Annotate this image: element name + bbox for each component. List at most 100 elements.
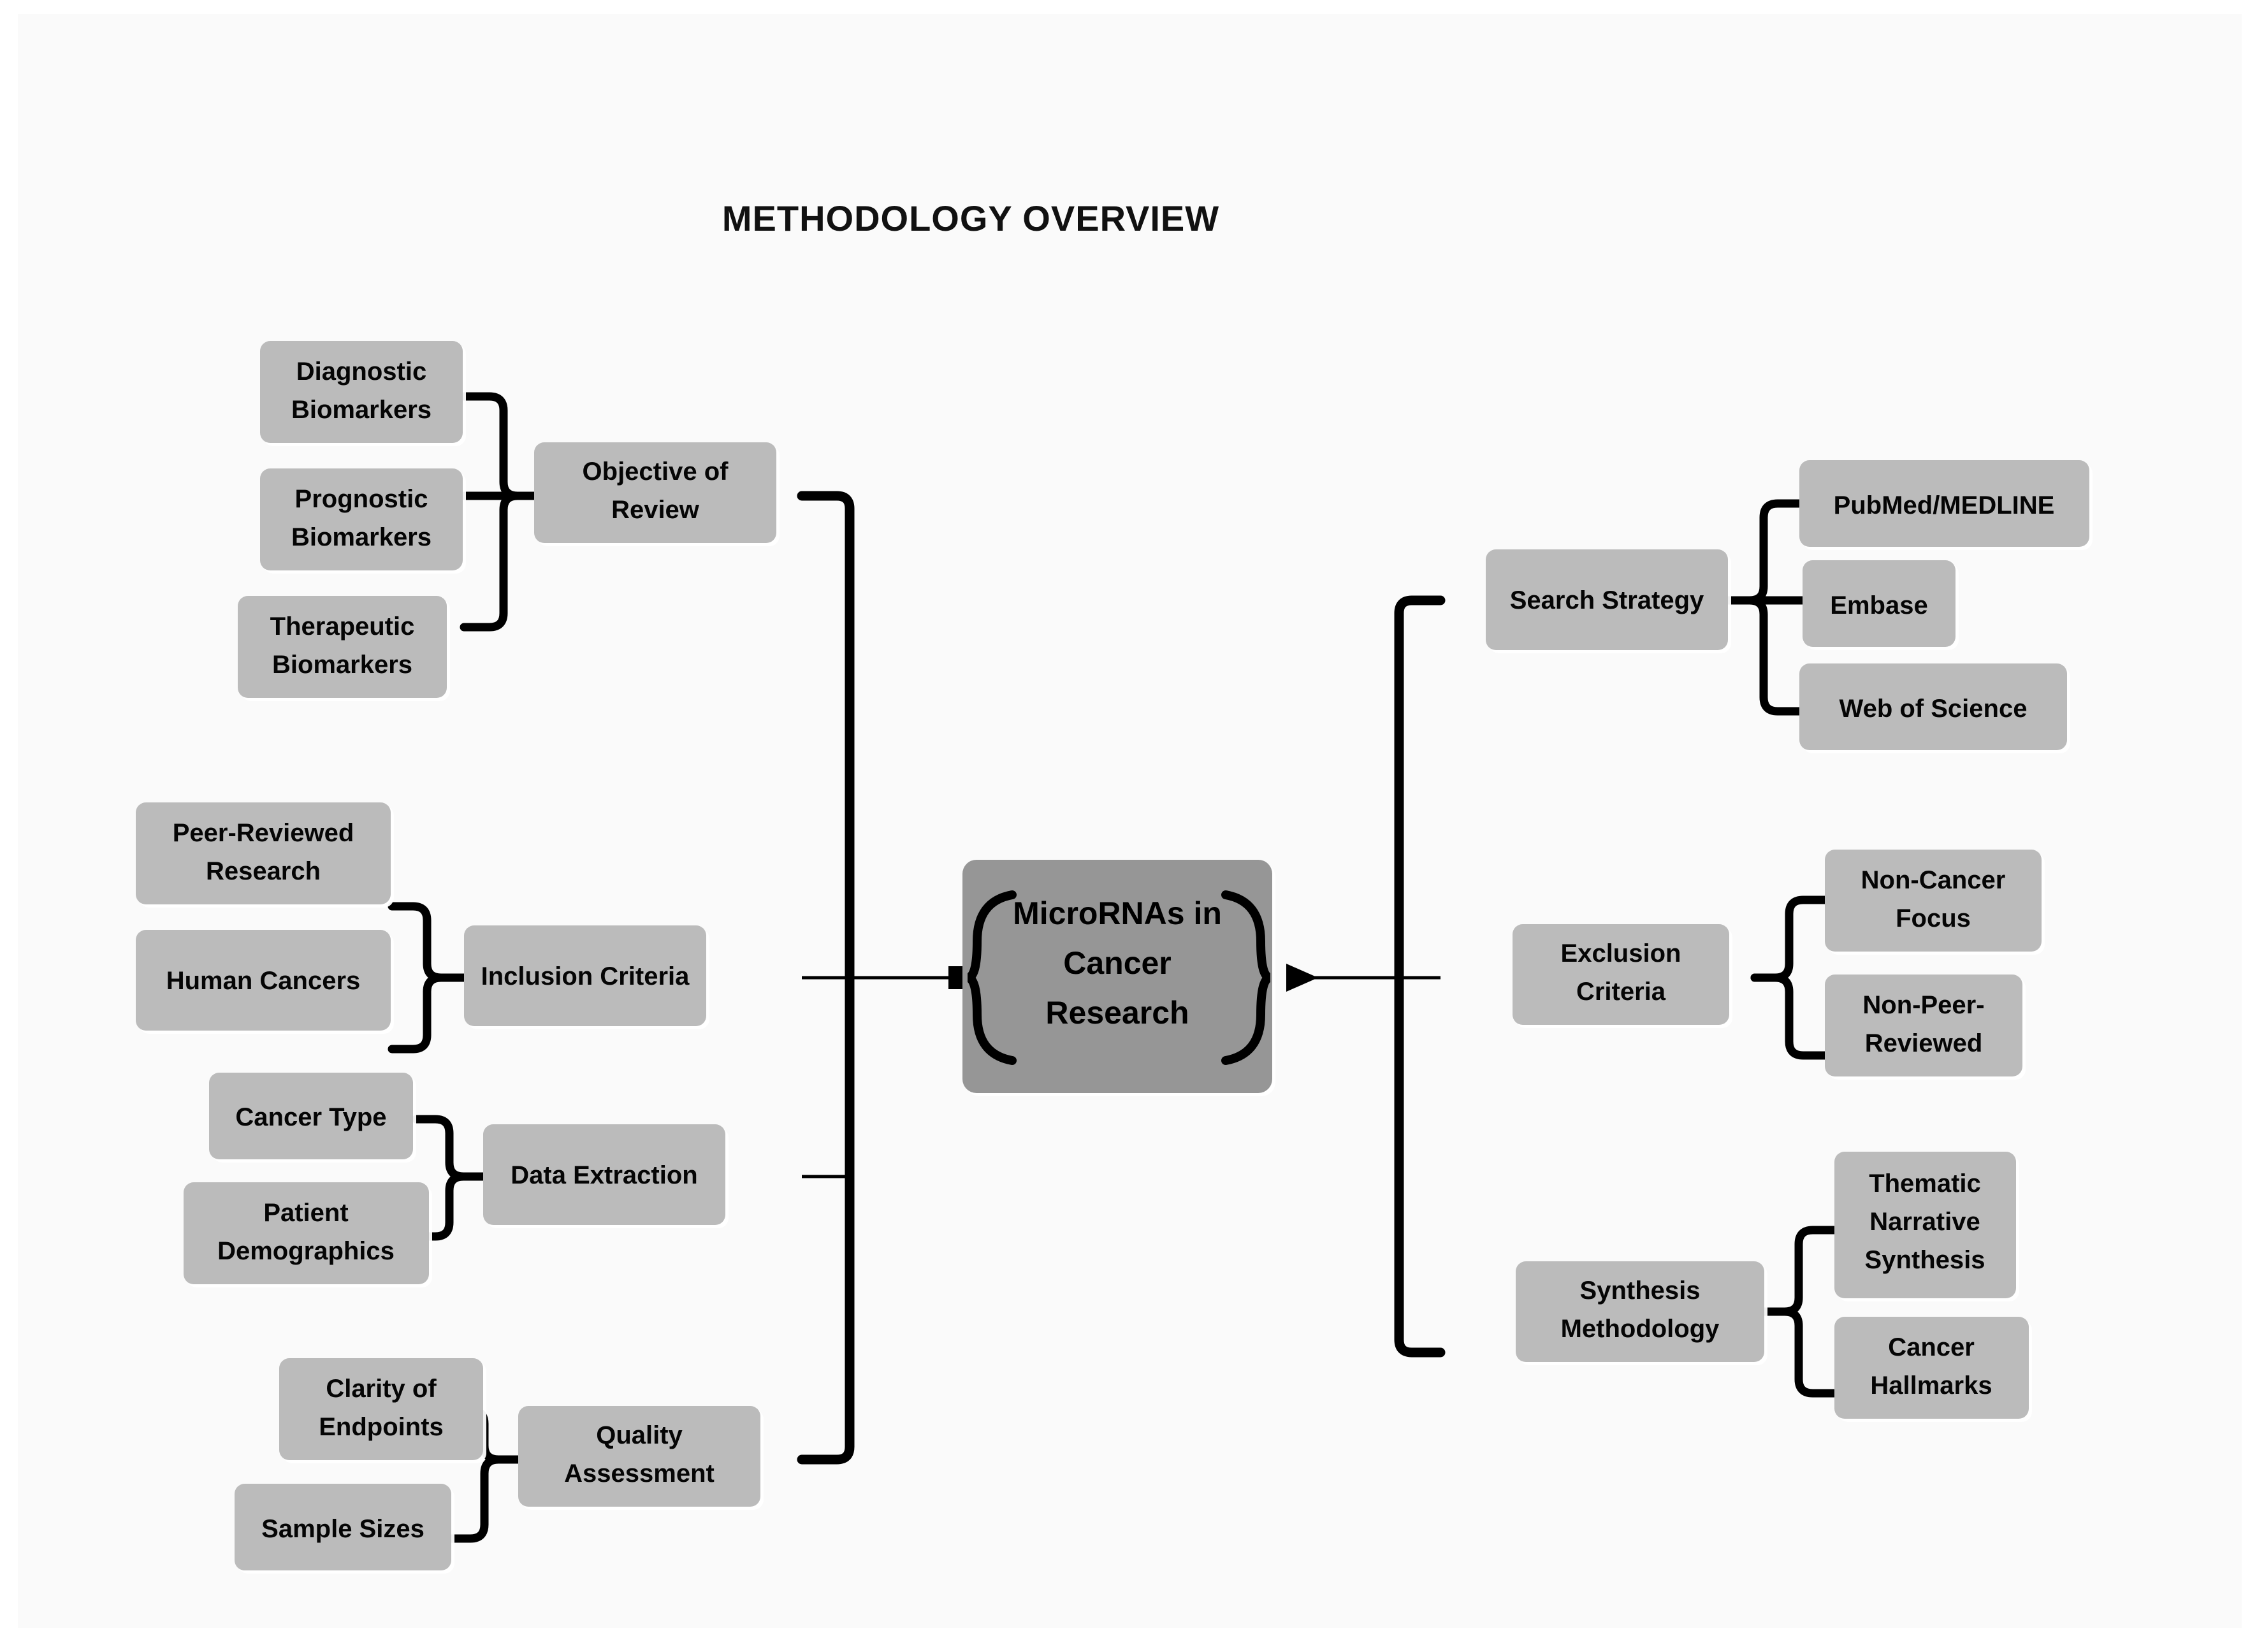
node-endpoints-box[interactable] [279, 1358, 483, 1460]
node-hallmarks-box[interactable] [1834, 1317, 2029, 1419]
edge-sample-sizes-to-quality [447, 1455, 523, 1543]
root-node-label-line2: Cancer [1063, 945, 1172, 981]
node-thematic-narrative-synthesis[interactable]: Thematic Narrative Synthesis [1834, 1152, 2019, 1301]
node-web-of-science[interactable]: Web of Science [1799, 663, 2070, 753]
node-data-extraction-label: Data Extraction [511, 1161, 697, 1189]
node-thematic-label-line3: Synthesis [1865, 1246, 1985, 1274]
node-prognostic-biomarkers[interactable]: Prognostic Biomarkers [260, 468, 466, 574]
node-non-cancer-focus[interactable]: Non-Cancer Focus [1825, 850, 2045, 955]
node-sample-sizes[interactable]: Sample Sizes [235, 1484, 454, 1574]
node-non-peer-reviewed[interactable]: Non-Peer- Reviewed [1825, 975, 2026, 1080]
node-thematic-label-line2: Narrative [1869, 1208, 1980, 1236]
edge-peer-reviewed-to-inclusion [388, 902, 468, 982]
node-thematic-label-line1: Thematic [1869, 1170, 1981, 1198]
node-thematic-box[interactable] [1834, 1152, 2016, 1298]
node-non-peer-box[interactable] [1825, 975, 2022, 1076]
edge-demographics-to-extraction [412, 1172, 488, 1241]
edge-human-cancers-to-inclusion [388, 973, 468, 1054]
node-synthesis-methodology[interactable]: Synthesis Methodology [1516, 1261, 1767, 1365]
node-clarity-of-endpoints[interactable]: Clarity of Endpoints [279, 1358, 486, 1463]
node-cancer-type-box[interactable] [209, 1073, 413, 1159]
node-therapeutic-box[interactable] [238, 596, 447, 698]
node-objective-label-line1: Objective of [583, 458, 729, 486]
node-human-cancers-box[interactable] [136, 930, 391, 1031]
node-synthesis-label-line1: Synthesis [1580, 1277, 1701, 1305]
right-trunk-edges [948, 595, 1446, 1358]
node-endpoints-label-line2: Endpoints [319, 1413, 444, 1441]
node-sample-sizes-label: Sample Sizes [261, 1515, 424, 1543]
node-inclusion-criteria[interactable]: Inclusion Criteria [464, 925, 709, 1029]
node-peer-reviewed-label-line2: Research [206, 857, 321, 885]
node-non-cancer-label-line1: Non-Cancer [1861, 866, 2006, 894]
node-search-strategy[interactable]: Search Strategy [1486, 549, 1731, 653]
node-cancer-type[interactable]: Cancer Type [209, 1073, 416, 1163]
node-demographics-label-line2: Demographics [217, 1237, 395, 1265]
node-peer-reviewed-box[interactable] [136, 802, 391, 904]
brace-left-icon [966, 890, 1017, 1065]
node-inclusion-box[interactable] [464, 925, 706, 1026]
node-endpoints-label-line1: Clarity of [326, 1375, 437, 1403]
node-embase-label: Embase [1830, 591, 1927, 620]
node-exclusion-box[interactable] [1513, 924, 1729, 1025]
branch-quality-assessment: Quality Assessment Clarity of Endpoints … [235, 1358, 764, 1574]
node-hallmarks-label-line2: Hallmarks [1870, 1372, 1992, 1400]
node-non-peer-label-line2: Reviewed [1865, 1029, 1983, 1057]
brace-right-icon [1221, 890, 1272, 1065]
node-quality-box[interactable] [518, 1406, 760, 1507]
arrow-tail-left [948, 966, 965, 989]
node-pubmed-medline[interactable]: PubMed/MEDLINE [1799, 460, 2093, 550]
node-therapeutic-biomarkers[interactable]: Therapeutic Biomarkers [238, 596, 450, 701]
diagram-canvas: METHODOLOGY OVERVIEW MicroRNAs in Cancer… [18, 14, 2242, 1628]
node-embase-box[interactable] [1803, 560, 1956, 647]
node-quality-assessment[interactable]: Quality Assessment [518, 1406, 764, 1510]
node-diagnostic-box[interactable] [260, 341, 463, 443]
node-therapeutic-label-line2: Biomarkers [272, 651, 412, 679]
node-embase[interactable]: Embase [1803, 560, 1959, 650]
node-synthesis-label-line2: Methodology [1561, 1315, 1720, 1343]
branch-search-strategy: Search Strategy PubMed/MEDLINE Embase We… [1486, 460, 2093, 753]
edge-search-to-wos [1723, 596, 1804, 716]
node-cancer-hallmarks[interactable]: Cancer Hallmarks [1834, 1317, 2032, 1422]
node-sample-sizes-box[interactable] [235, 1484, 451, 1570]
node-data-extraction[interactable]: Data Extraction [483, 1124, 729, 1228]
node-demographics-label-line1: Patient [263, 1199, 348, 1227]
root-node-label-line1: MicroRNAs in [1013, 895, 1222, 931]
node-demographics-box[interactable] [184, 1182, 429, 1284]
node-non-peer-label-line1: Non-Peer- [1862, 991, 1984, 1019]
root-node[interactable]: MicroRNAs in Cancer Research [962, 860, 1275, 1096]
node-diagnostic-label-line2: Biomarkers [291, 396, 432, 424]
left-trunk-edges [797, 491, 959, 1465]
node-prognostic-label-line1: Prognostic [295, 485, 428, 513]
mindmap-svg: METHODOLOGY OVERVIEW MicroRNAs in Cancer… [136, 198, 2093, 1574]
branch-inclusion-criteria: Inclusion Criteria Peer-Reviewed Researc… [136, 802, 709, 1054]
node-hallmarks-label-line1: Cancer [1888, 1333, 1975, 1361]
edge-exclusion-to-non-peer [1750, 973, 1829, 1060]
edge-therapeutic-to-objective [460, 491, 539, 632]
node-diagnostic-label-line1: Diagnostic [296, 358, 426, 386]
node-exclusion-criteria[interactable]: Exclusion Criteria [1513, 924, 1732, 1028]
node-pubmed-box[interactable] [1799, 460, 2089, 547]
node-pubmed-label: PubMed/MEDLINE [1834, 491, 2055, 519]
node-cancer-type-label: Cancer Type [235, 1103, 386, 1131]
node-objective-of-review[interactable]: Objective of Review [534, 442, 780, 546]
edge-synthesis-to-thematic [1760, 1226, 1839, 1316]
node-diagnostic-biomarkers[interactable]: Diagnostic Biomarkers [260, 341, 466, 446]
node-exclusion-label-line1: Exclusion [1561, 939, 1681, 967]
node-prognostic-box[interactable] [260, 468, 463, 570]
node-objective-label-line2: Review [611, 496, 700, 524]
node-peer-reviewed-research[interactable]: Peer-Reviewed Research [136, 802, 394, 908]
node-objective-box[interactable] [534, 442, 776, 543]
node-wos-box[interactable] [1799, 663, 2067, 750]
node-non-cancer-label-line2: Focus [1896, 904, 1971, 932]
branch-synthesis-methodology: Synthesis Methodology Thematic Narrative… [1516, 1152, 2032, 1422]
node-human-cancers-label: Human Cancers [166, 967, 361, 995]
root-node-box[interactable] [962, 860, 1272, 1093]
node-non-cancer-box[interactable] [1825, 850, 2042, 952]
node-search-box[interactable] [1486, 549, 1728, 650]
edge-exclusion-to-non-cancer [1750, 895, 1829, 982]
node-patient-demographics[interactable]: Patient Demographics [184, 1182, 432, 1287]
node-human-cancers[interactable]: Human Cancers [136, 930, 394, 1034]
node-data-extraction-box[interactable] [483, 1124, 725, 1225]
node-prognostic-label-line2: Biomarkers [291, 523, 432, 551]
node-synthesis-box[interactable] [1516, 1261, 1764, 1362]
